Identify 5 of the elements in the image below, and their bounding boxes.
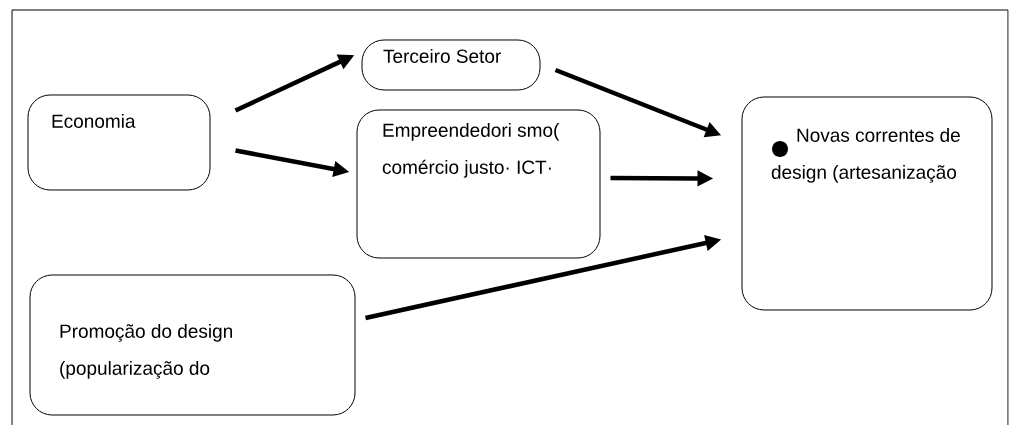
text-box: Terceiro Setor [361, 39, 541, 91]
text-box: Economia [27, 94, 211, 191]
text-box: Empreendedori smo( comércio justo· ICT· [356, 109, 601, 259]
text-box: Promoção do design (popularização do [29, 274, 356, 416]
text-box: Novas correntes de design (artesanização [741, 96, 993, 311]
